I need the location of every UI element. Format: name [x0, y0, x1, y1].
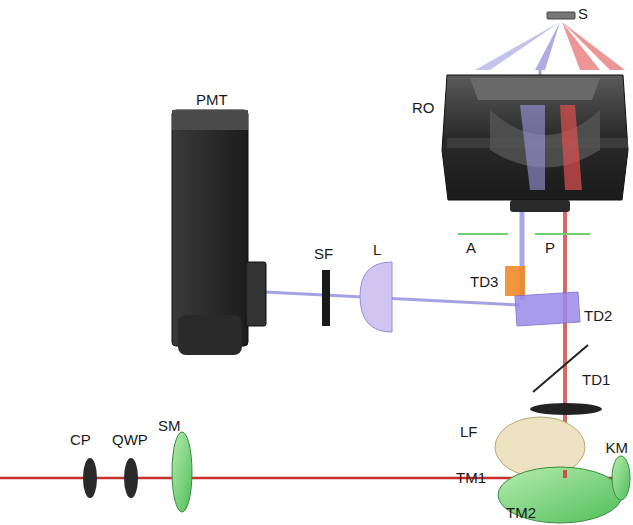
dichroic-td1 [533, 345, 588, 392]
part-label: TD2 [584, 308, 612, 323]
steering-mirror [172, 432, 192, 512]
lens [360, 262, 392, 332]
part-label: TD3 [470, 274, 498, 289]
part-label: P [545, 240, 555, 255]
part-label: L [373, 242, 381, 257]
polarizer [535, 233, 590, 235]
spectral-filter [322, 270, 330, 326]
mirror-tm2 [498, 467, 622, 523]
emission-rays [475, 22, 560, 70]
part-label: SM [158, 418, 181, 433]
part-label: A [466, 240, 476, 255]
part-label: PMT [196, 92, 228, 107]
analyzer [458, 233, 508, 235]
part-label: RO [412, 100, 435, 115]
part-label: TM2 [506, 505, 536, 520]
quarter-wave-plate [124, 458, 138, 498]
sample [547, 12, 575, 19]
dichroic-td3 [505, 266, 525, 296]
compensator-plate [83, 458, 97, 498]
part-label: TM1 [456, 470, 486, 485]
dichroic-td2 [515, 292, 580, 326]
part-label: QWP [112, 432, 148, 447]
part-label: CP [70, 432, 91, 447]
laser-filter [530, 403, 602, 415]
objective [442, 75, 628, 200]
excitation-rays [562, 22, 625, 70]
mirror-km [612, 456, 630, 500]
photomultiplier [172, 110, 248, 346]
part-label: KM [606, 440, 629, 455]
part-label: LF [460, 424, 478, 439]
excitation-rays [562, 22, 600, 70]
part-label: SF [314, 246, 333, 261]
part-label: S [578, 6, 588, 21]
part-label: TD1 [582, 372, 610, 387]
